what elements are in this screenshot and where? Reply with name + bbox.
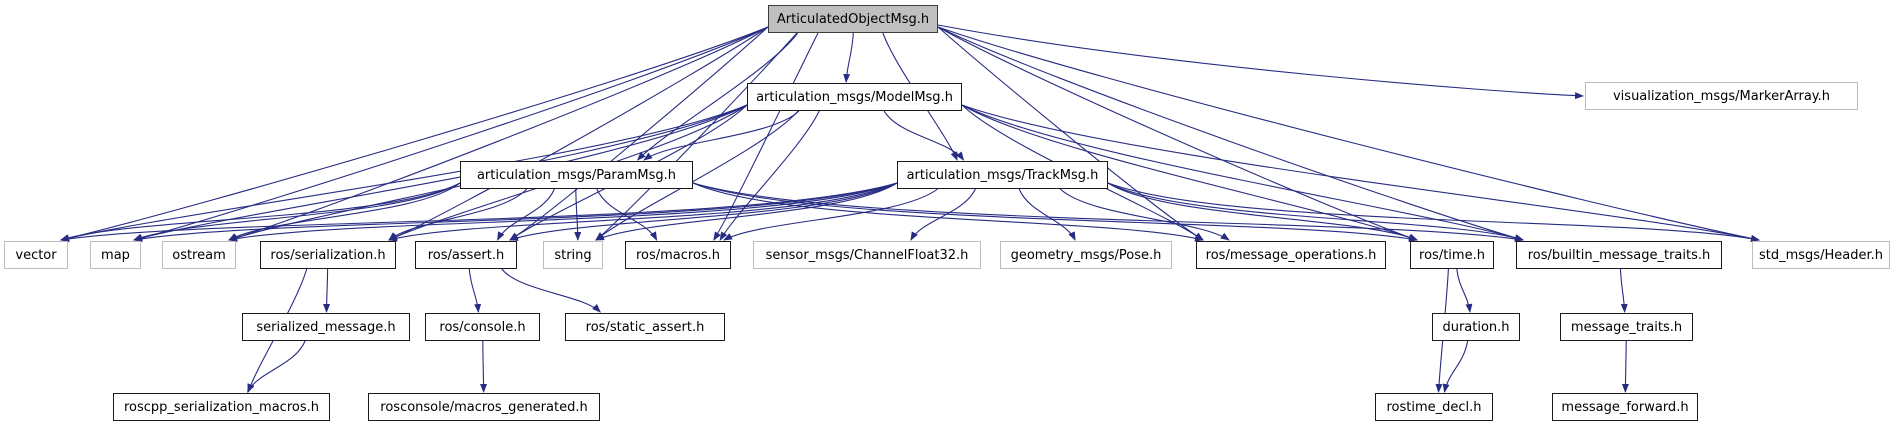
edge-duration-rostime_decl <box>1442 340 1469 393</box>
node-header: std_msgs/Header.h <box>1752 241 1890 269</box>
edge-param-builtin <box>692 182 1524 243</box>
edge-track-msgops <box>1059 188 1230 241</box>
edge-track-assert <box>509 182 898 241</box>
edge-track-header <box>1107 182 1760 242</box>
edge-aom-macros <box>713 32 819 241</box>
edge-track-pose <box>1018 188 1076 241</box>
edge-aom-assert <box>509 26 769 241</box>
edge-model-builtin <box>961 104 1524 242</box>
edge-assert-static_assert <box>501 268 601 313</box>
node-model[interactable]: articulation_msgs/ModelMsg.h <box>747 83 962 111</box>
node-param[interactable]: articulation_msgs/ParamMsg.h <box>460 161 693 189</box>
edge-model-track <box>883 110 965 161</box>
edge-time-duration <box>1456 268 1473 313</box>
edge-model-string <box>595 110 799 241</box>
edge-param-time <box>692 182 1418 243</box>
edge-message_traits-message_forward <box>1621 340 1629 393</box>
node-vector: vector <box>4 241 68 269</box>
node-aom: ArticulatedObjectMsg.h <box>768 5 938 33</box>
edges-group <box>60 24 1760 393</box>
edge-model-vector <box>60 104 748 242</box>
edge-track-map <box>133 182 898 243</box>
node-channel: sensor_msgs/ChannelFloat32.h <box>753 241 981 269</box>
edge-track-macros <box>723 188 938 241</box>
node-pose: geometry_msgs/Pose.h <box>1000 241 1172 269</box>
node-message_traits[interactable]: message_traits.h <box>1560 313 1693 341</box>
edge-track-string <box>595 182 898 241</box>
node-marker: visualization_msgs/MarkerArray.h <box>1585 82 1858 110</box>
edge-aom-time <box>937 26 1418 241</box>
node-message_forward[interactable]: message_forward.h <box>1552 393 1698 421</box>
node-duration[interactable]: duration.h <box>1432 313 1520 341</box>
edge-track-time <box>1107 182 1418 241</box>
node-rosconsole_macros[interactable]: rosconsole/macros_generated.h <box>368 393 600 421</box>
node-console[interactable]: ros/console.h <box>425 313 540 341</box>
node-rostime_decl[interactable]: rostime_decl.h <box>1375 393 1493 421</box>
edge-aom-marker <box>937 24 1584 100</box>
edge-param-ostream <box>228 182 461 241</box>
node-serialization[interactable]: ros/serialization.h <box>260 241 396 269</box>
edge-model-param <box>643 110 800 161</box>
edge-aom-header <box>937 26 1760 242</box>
node-msgops[interactable]: ros/message_operations.h <box>1196 241 1386 269</box>
node-macros[interactable]: ros/macros.h <box>625 241 731 269</box>
edge-param-map <box>133 182 461 241</box>
node-string: string <box>543 241 603 269</box>
edge-aom-builtin <box>937 26 1524 242</box>
edge-serialized_message-roscpp_macros <box>247 340 306 393</box>
node-static_assert[interactable]: ros/static_assert.h <box>565 313 725 341</box>
node-track[interactable]: articulation_msgs/TrackMsg.h <box>897 161 1108 189</box>
edge-track-ostream <box>228 182 898 242</box>
edge-assert-console <box>468 268 482 313</box>
edge-track-channel <box>910 188 976 241</box>
edge-console-rosconsole_macros <box>480 340 488 393</box>
edge-serialization-serialized_message <box>323 268 331 313</box>
edge-param-assert <box>497 188 555 241</box>
node-builtin[interactable]: ros/builtin_message_traits.h <box>1516 241 1722 269</box>
edge-aom-vector <box>60 26 769 242</box>
edge-model-macros <box>719 110 820 241</box>
edge-aom-msgops <box>937 26 1204 241</box>
edge-builtin-message_traits <box>1619 268 1628 313</box>
node-roscpp_macros[interactable]: roscpp_serialization_macros.h <box>113 393 330 421</box>
edge-model-time <box>961 104 1418 241</box>
node-serialized_message[interactable]: serialized_message.h <box>242 313 410 341</box>
node-map: map <box>90 241 141 269</box>
edge-param-serialization <box>388 188 528 241</box>
edge-model-header <box>961 104 1760 242</box>
node-ostream: ostream <box>162 241 236 269</box>
node-time[interactable]: ros/time.h <box>1410 241 1494 269</box>
edge-track-vector <box>60 182 898 243</box>
edge-param-vector <box>60 182 461 241</box>
edge-param-msgops <box>692 182 1204 242</box>
edge-aom-model <box>843 32 854 83</box>
edge-aom-ostream <box>228 26 769 241</box>
node-assert[interactable]: ros/assert.h <box>415 241 517 269</box>
edge-model-map <box>133 104 748 242</box>
edge-track-builtin <box>1107 182 1524 242</box>
edge-track-serialization <box>388 182 898 242</box>
edge-param-string <box>574 188 582 241</box>
